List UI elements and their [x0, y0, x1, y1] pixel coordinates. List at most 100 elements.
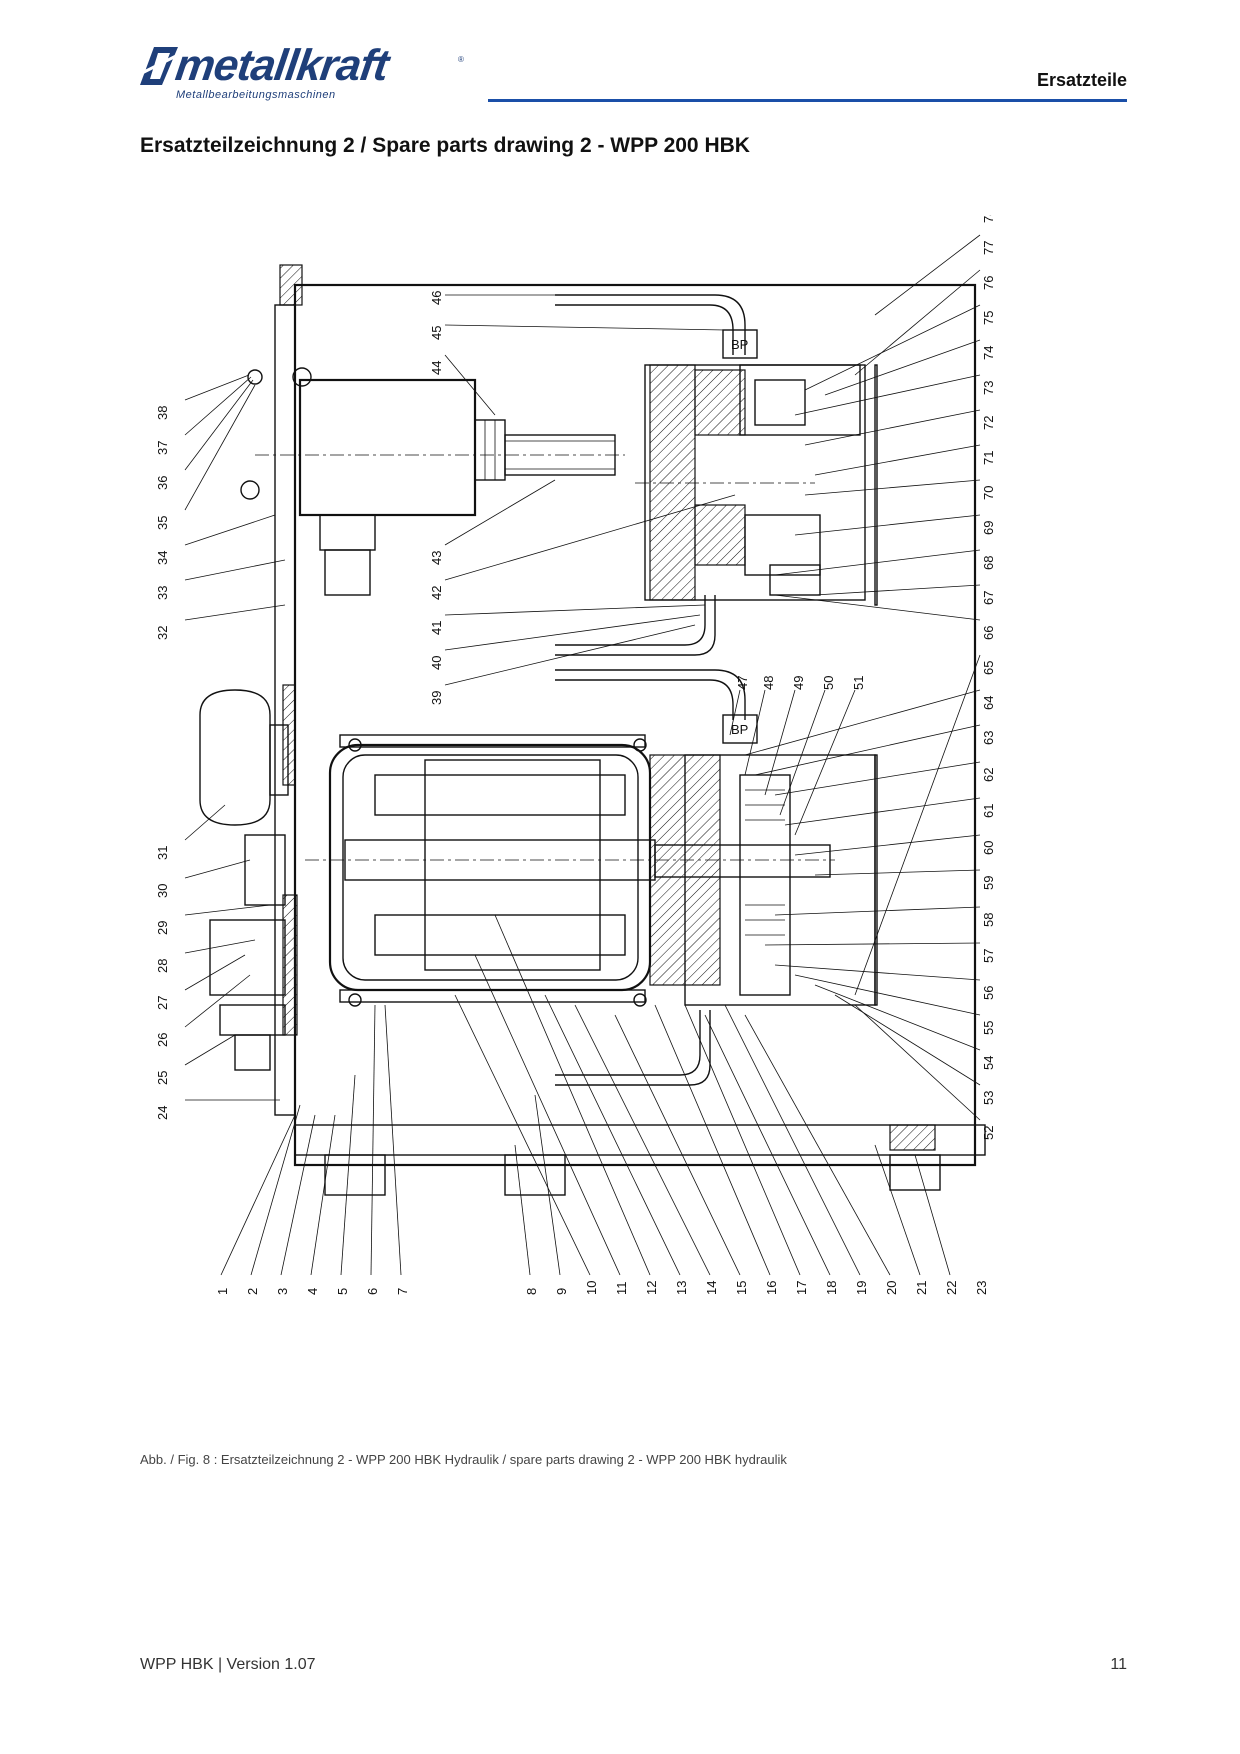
- callout-3: 3: [275, 1288, 290, 1295]
- figure-caption: Abb. / Fig. 8 : Ersatzteilzeichnung 2 - …: [140, 1452, 787, 1467]
- page-number: 11: [1110, 1656, 1127, 1673]
- callout-28: 28: [155, 959, 170, 973]
- callout-10: 10: [584, 1281, 599, 1295]
- side-wall: [274, 304, 298, 1116]
- callouts-bottom: 1 2 3 4 5 6 7 8 9 10 11 12 13 14 15 16 1…: [215, 1281, 989, 1295]
- upper-pipe: BP: [555, 294, 758, 656]
- callout-77: 77: [981, 241, 996, 255]
- callout-41: 41: [429, 621, 444, 635]
- callout-78: 78: [981, 215, 996, 223]
- callout-13: 13: [674, 1281, 689, 1295]
- electrical-accessories: [199, 689, 289, 1071]
- registered-mark: ®: [458, 55, 464, 64]
- callout-5: 5: [335, 1288, 350, 1295]
- callout-67: 67: [981, 591, 996, 605]
- callout-68: 68: [981, 556, 996, 570]
- callout-66: 66: [981, 626, 996, 640]
- callout-75: 75: [981, 311, 996, 325]
- header-rule: [488, 99, 1127, 102]
- callout-56: 56: [981, 986, 996, 1000]
- callout-12: 12: [644, 1281, 659, 1295]
- callout-17: 17: [794, 1281, 809, 1295]
- logo-wordmark: metallkraft: [172, 41, 392, 90]
- callout-57: 57: [981, 949, 996, 963]
- callout-26: 26: [155, 1033, 170, 1047]
- callouts-top: 39 40 41 42 43 44 45 46 47 48 49 50 51: [429, 291, 866, 705]
- callout-76: 76: [981, 276, 996, 290]
- callout-34: 34: [155, 551, 170, 565]
- callout-43: 43: [429, 551, 444, 565]
- callout-42: 42: [429, 586, 444, 600]
- callout-60: 60: [981, 841, 996, 855]
- housing-outline: [279, 264, 986, 1196]
- callout-24: 24: [155, 1106, 170, 1120]
- callout-11: 11: [614, 1282, 629, 1296]
- callout-2: 2: [245, 1288, 260, 1295]
- pump-assembly: [255, 378, 625, 596]
- callouts-right: 52 53 54 55 56 57 58 59 60 61 62 63 64 6…: [981, 215, 996, 1140]
- callout-9: 9: [554, 1288, 569, 1295]
- callout-58: 58: [981, 913, 996, 927]
- callout-54: 54: [981, 1056, 996, 1070]
- callout-55: 55: [981, 1021, 996, 1035]
- logo-subtitle: Metallbearbeitungsmaschinen: [176, 89, 336, 101]
- callout-7: 7: [395, 1288, 410, 1295]
- brand-logo: metallkraft ® Metallbearbeitungsmaschine…: [140, 41, 470, 107]
- callout-21: 21: [914, 1281, 929, 1295]
- callout-74: 74: [981, 346, 996, 360]
- callout-40: 40: [429, 656, 444, 670]
- callout-61: 61: [981, 804, 996, 818]
- bp-label-top: BP: [731, 337, 748, 352]
- callout-36: 36: [155, 476, 170, 490]
- callout-65: 65: [981, 661, 996, 675]
- callout-37: 37: [155, 441, 170, 455]
- callout-35: 35: [155, 516, 170, 530]
- upper-valve-block: [635, 364, 878, 606]
- logo-mark-icon: [140, 47, 179, 85]
- callout-69: 69: [981, 521, 996, 535]
- footer-version: WPP HBK | Version 1.07: [140, 1656, 316, 1673]
- callout-6: 6: [365, 1288, 380, 1295]
- callout-23: 23: [974, 1281, 989, 1295]
- callout-29: 29: [155, 921, 170, 935]
- callout-52: 52: [981, 1126, 996, 1140]
- leader-lines: [184, 234, 981, 1276]
- callout-39: 39: [429, 691, 444, 705]
- callout-32: 32: [155, 626, 170, 640]
- callout-8: 8: [524, 1288, 539, 1295]
- callout-19: 19: [854, 1281, 869, 1295]
- callout-33: 33: [155, 586, 170, 600]
- callout-72: 72: [981, 416, 996, 430]
- callout-4: 4: [305, 1288, 320, 1295]
- callout-30: 30: [155, 884, 170, 898]
- callout-47: 47: [735, 676, 750, 690]
- callout-62: 62: [981, 768, 996, 782]
- spare-parts-drawing: BP BP: [155, 215, 996, 1295]
- callout-22: 22: [944, 1281, 959, 1295]
- section-label: Ersatzteile: [1036, 70, 1127, 90]
- callout-59: 59: [981, 876, 996, 890]
- callout-25: 25: [155, 1071, 170, 1085]
- callout-14: 14: [704, 1281, 719, 1295]
- callout-45: 45: [429, 326, 444, 340]
- callout-1: 1: [215, 1288, 230, 1295]
- callout-18: 18: [824, 1281, 839, 1295]
- callout-38: 38: [155, 406, 170, 420]
- bp-label-bottom: BP: [731, 722, 748, 737]
- callout-63: 63: [981, 731, 996, 745]
- callout-50: 50: [821, 676, 836, 690]
- callout-44: 44: [429, 361, 444, 375]
- callout-71: 71: [981, 451, 996, 465]
- callouts-left: 24 25 26 27 28 29 30 31 32 33 34 35 36 3…: [155, 406, 170, 1120]
- callout-51: 51: [851, 676, 866, 690]
- lower-valve-block: BP: [555, 669, 878, 1086]
- callout-48: 48: [761, 676, 776, 690]
- callout-73: 73: [981, 381, 996, 395]
- callout-31: 31: [155, 846, 170, 860]
- bolts: [240, 367, 312, 500]
- callout-20: 20: [884, 1281, 899, 1295]
- page-title: Ersatzteilzeichnung 2 / Spare parts draw…: [140, 134, 750, 157]
- drain-plug: [889, 1124, 936, 1151]
- callout-46: 46: [429, 291, 444, 305]
- callout-15: 15: [734, 1281, 749, 1295]
